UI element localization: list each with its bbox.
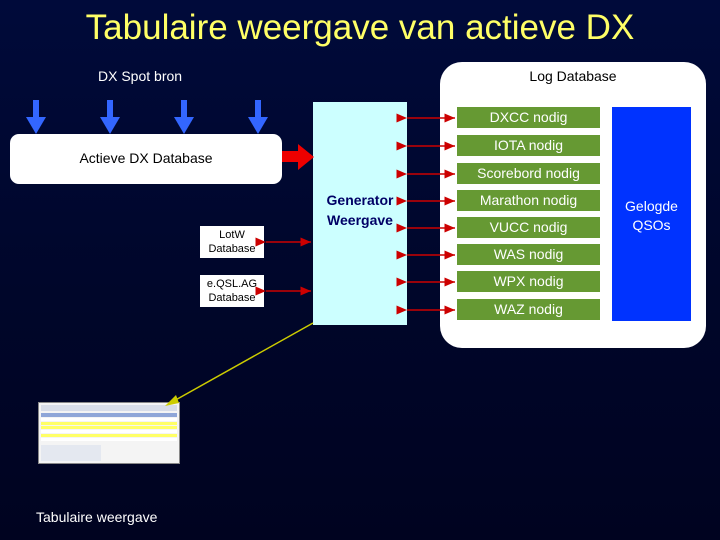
need-box-waz: WAZ nodig [457, 299, 600, 320]
logged-qsos-line-1: Gelogde [625, 198, 678, 214]
log-database-label: Log Database [529, 68, 617, 84]
thumbnail-toolbar [41, 405, 177, 411]
lotw-label: LotW Database [200, 228, 264, 256]
tabular-view-label: Tabulaire weergave [36, 509, 158, 525]
lotw-database-box: LotW Database [200, 226, 264, 258]
spot-arrow-icon [248, 100, 268, 134]
spot-arrow-icon [100, 100, 120, 134]
thumbnail-row [41, 422, 177, 425]
dx-spot-source-label: DX Spot bron [98, 68, 183, 84]
thumbnail-panel [41, 445, 101, 461]
thumbnail-row [41, 426, 177, 429]
lotw-line-2: Database [208, 243, 256, 255]
spot-arrow-icon [174, 100, 194, 134]
eqsl-line-1: e.QSL.AG [206, 278, 258, 290]
thumbnail-row [41, 438, 177, 441]
need-box-was: WAS nodig [457, 244, 600, 265]
thumbnail-header [41, 413, 177, 417]
tabular-view-thumbnail [38, 402, 180, 464]
thumbnail-row [41, 434, 177, 437]
active-dx-database-label: Actieve DX Database [79, 150, 213, 166]
need-box-dxcc: DXCC nodig [457, 107, 600, 128]
eqsl-line-2: Database [208, 292, 256, 304]
need-connectors [255, 113, 455, 315]
generator-line-2: Weergave [327, 212, 393, 228]
need-box-scorebord: Scorebord nodig [457, 163, 600, 184]
spot-arrow-icon [26, 100, 46, 134]
eqsl-label: e.QSL.AG Database [200, 277, 264, 305]
thumbnail-row [41, 418, 177, 421]
active-dx-database-box: Actieve DX Database [10, 134, 282, 184]
need-box-iota: IOTA nodig [457, 135, 600, 156]
need-box-marathon: Marathon nodig [457, 190, 600, 211]
database-to-generator-arrow [282, 144, 314, 170]
slide-title: Tabulaire weergave van actieve DX [85, 8, 635, 47]
logged-qsos-line-2: QSOs [632, 217, 671, 233]
need-box-vucc: VUCC nodig [457, 217, 600, 238]
thumbnail-row [41, 430, 177, 433]
need-box-wpx: WPX nodig [457, 271, 600, 292]
eqsl-database-box: e.QSL.AG Database [200, 275, 264, 307]
generator-line-1: Generator [326, 192, 394, 208]
lotw-line-1: LotW [219, 229, 245, 241]
spot-arrows [26, 100, 268, 134]
generator-to-tabular-link [165, 322, 314, 406]
